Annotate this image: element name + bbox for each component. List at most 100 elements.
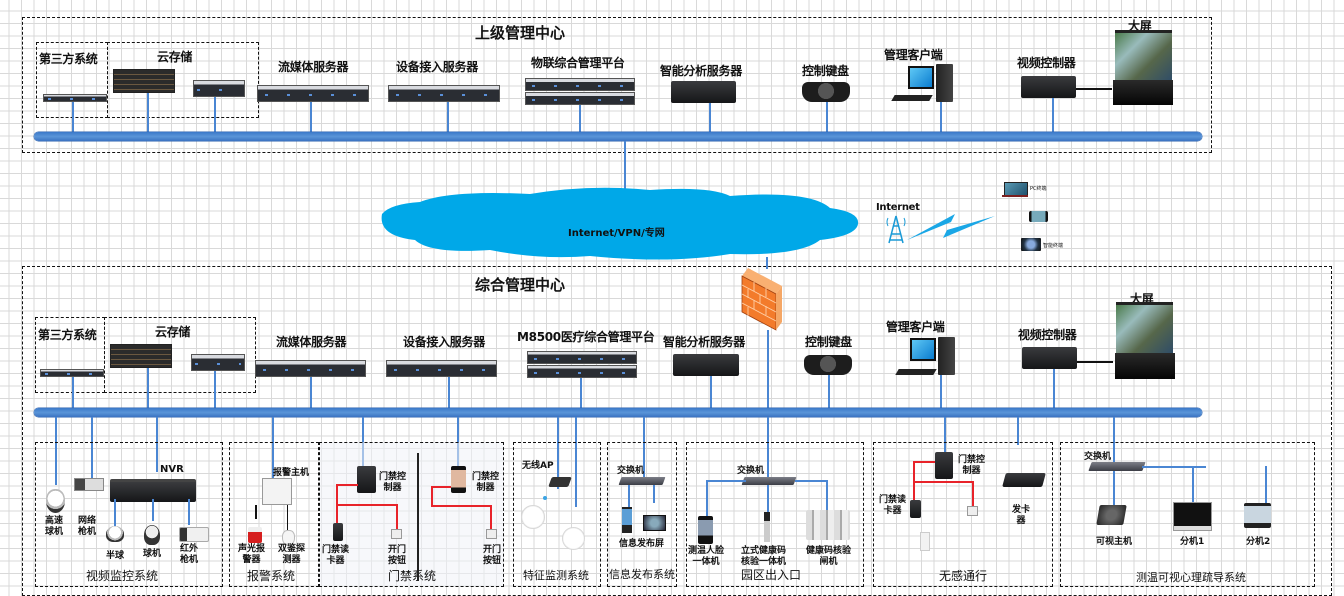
link [706,480,708,516]
main-mgmt-client-monitor[interactable] [910,338,936,361]
link [214,371,216,408]
upper-big-screen[interactable] [1115,30,1172,85]
info-kiosk[interactable] [622,507,632,533]
access-controller-1[interactable] [357,466,376,493]
temp-face-terminal[interactable] [698,516,713,544]
intercom-switch[interactable] [1088,462,1146,471]
network-bullet-camera[interactable] [74,478,104,491]
exit-button-2[interactable] [486,529,497,539]
link [447,102,449,132]
link [940,102,942,132]
extension-1-device[interactable] [1173,502,1212,531]
main-video-controller[interactable] [1022,347,1077,369]
dual-detector-device[interactable] [282,530,295,546]
feature-sensor-2[interactable] [562,527,585,550]
nvr-label: NVR [160,464,184,475]
main-device-access-server[interactable] [386,360,497,377]
ir-bullet-camera[interactable] [179,527,209,542]
main-big-screen[interactable] [1116,302,1173,357]
upper-device-access-server[interactable] [388,85,500,102]
firewall-icon[interactable] [740,266,784,332]
entrance-system-title: 园区出入口 [741,568,802,582]
video-intercom-host[interactable] [1096,505,1127,525]
info-switch-label: 交换机 [617,466,645,476]
half-dome-camera[interactable] [106,526,124,542]
alarm-wire [255,505,257,519]
phone-icon[interactable] [1029,211,1048,222]
main-control-keyboard-label: 控制键盘 [805,335,852,349]
access-wire [431,505,491,507]
dome-camera[interactable] [144,525,160,545]
link [767,485,769,513]
seamless-reader[interactable] [910,500,921,518]
upper-storage-server[interactable] [193,80,245,97]
access-controller-2-label: 门禁控 制器 [472,472,500,493]
wireless-signal-icon [907,214,995,240]
main-storage-array[interactable] [110,344,172,368]
info-switch[interactable] [618,477,666,485]
alarm-host-device[interactable] [262,478,292,505]
wireless-ap-label: 无线AP [522,461,554,471]
upper-big-screen-label: 大屏 [1128,19,1152,33]
upper-mgmt-client-monitor[interactable] [908,66,934,89]
upper-control-keyboard[interactable] [802,82,850,102]
upper-device-access-label: 设备接入服务器 [396,60,478,74]
link [709,103,711,132]
main-platform-server-a[interactable] [527,351,637,364]
video-system-title: 视频监控系统 [86,569,159,583]
access-wire [490,505,492,530]
alarm-wire [287,505,288,531]
feature-sensor-1[interactable] [521,505,545,529]
upper-analysis-server[interactable] [671,81,736,103]
link [828,375,830,408]
main-cloud-storage-label: 云存储 [155,325,191,339]
seamless-access-controller[interactable] [935,452,953,479]
upper-center-title: 上级管理中心 [475,24,566,42]
upper-storage-array[interactable] [113,69,175,93]
firewall-to-bus-link [767,330,769,408]
alarm-system-frame [229,442,319,587]
main-streaming-server[interactable] [255,360,366,377]
card-issuer[interactable] [1002,473,1046,487]
upper-analysis-server-label: 智能分析服务器 [660,64,742,78]
upper-mgmt-client-tower[interactable] [936,64,953,102]
upper-big-screen-base [1113,80,1173,105]
upper-third-party-server[interactable] [43,94,107,102]
main-control-keyboard[interactable] [804,355,852,375]
nvr-device[interactable] [110,479,196,502]
exit-button-1-label: 开门 按钮 [388,545,407,566]
internet-cloud [381,187,859,260]
main-third-party-server[interactable] [40,369,104,377]
access-reader[interactable] [333,523,343,541]
face-access-controller[interactable] [451,466,466,493]
speed-dome-camera[interactable] [46,489,65,513]
access-reader-label: 门禁读 卡器 [322,545,350,566]
main-mgmt-client-tower[interactable] [938,337,955,375]
upper-network-bus [34,132,1202,141]
link [1017,417,1019,445]
upper-streaming-server[interactable] [257,85,369,102]
health-code-gate[interactable] [806,510,850,540]
main-storage-server[interactable] [191,354,245,371]
link [188,499,190,525]
seamless-exit-button[interactable] [967,506,978,516]
health-code-stand[interactable] [764,512,770,542]
upper-video-controller[interactable] [1021,76,1076,98]
exit-button-1[interactable] [391,529,402,539]
extension-2-device[interactable] [1244,503,1271,528]
main-analysis-server[interactable] [673,354,739,376]
wireless-ap-device[interactable] [548,477,572,487]
siren-device[interactable] [248,527,262,543]
upper-platform-server-b[interactable] [525,92,635,105]
half-dome-label: 半球 [106,551,125,561]
entrance-switch[interactable] [741,477,797,485]
access-controller-1-label: 门禁控 制器 [379,472,407,493]
info-display[interactable] [643,515,666,531]
upper-platform-server-a[interactable] [525,78,635,91]
access-divider [417,453,419,581]
tablet-icon[interactable] [1021,238,1041,251]
main-third-party-label: 第三方系统 [38,328,97,342]
main-platform-server-b[interactable] [527,365,637,378]
exit-button-2-label: 开门 按钮 [483,545,502,566]
main-network-bus [34,408,1202,417]
